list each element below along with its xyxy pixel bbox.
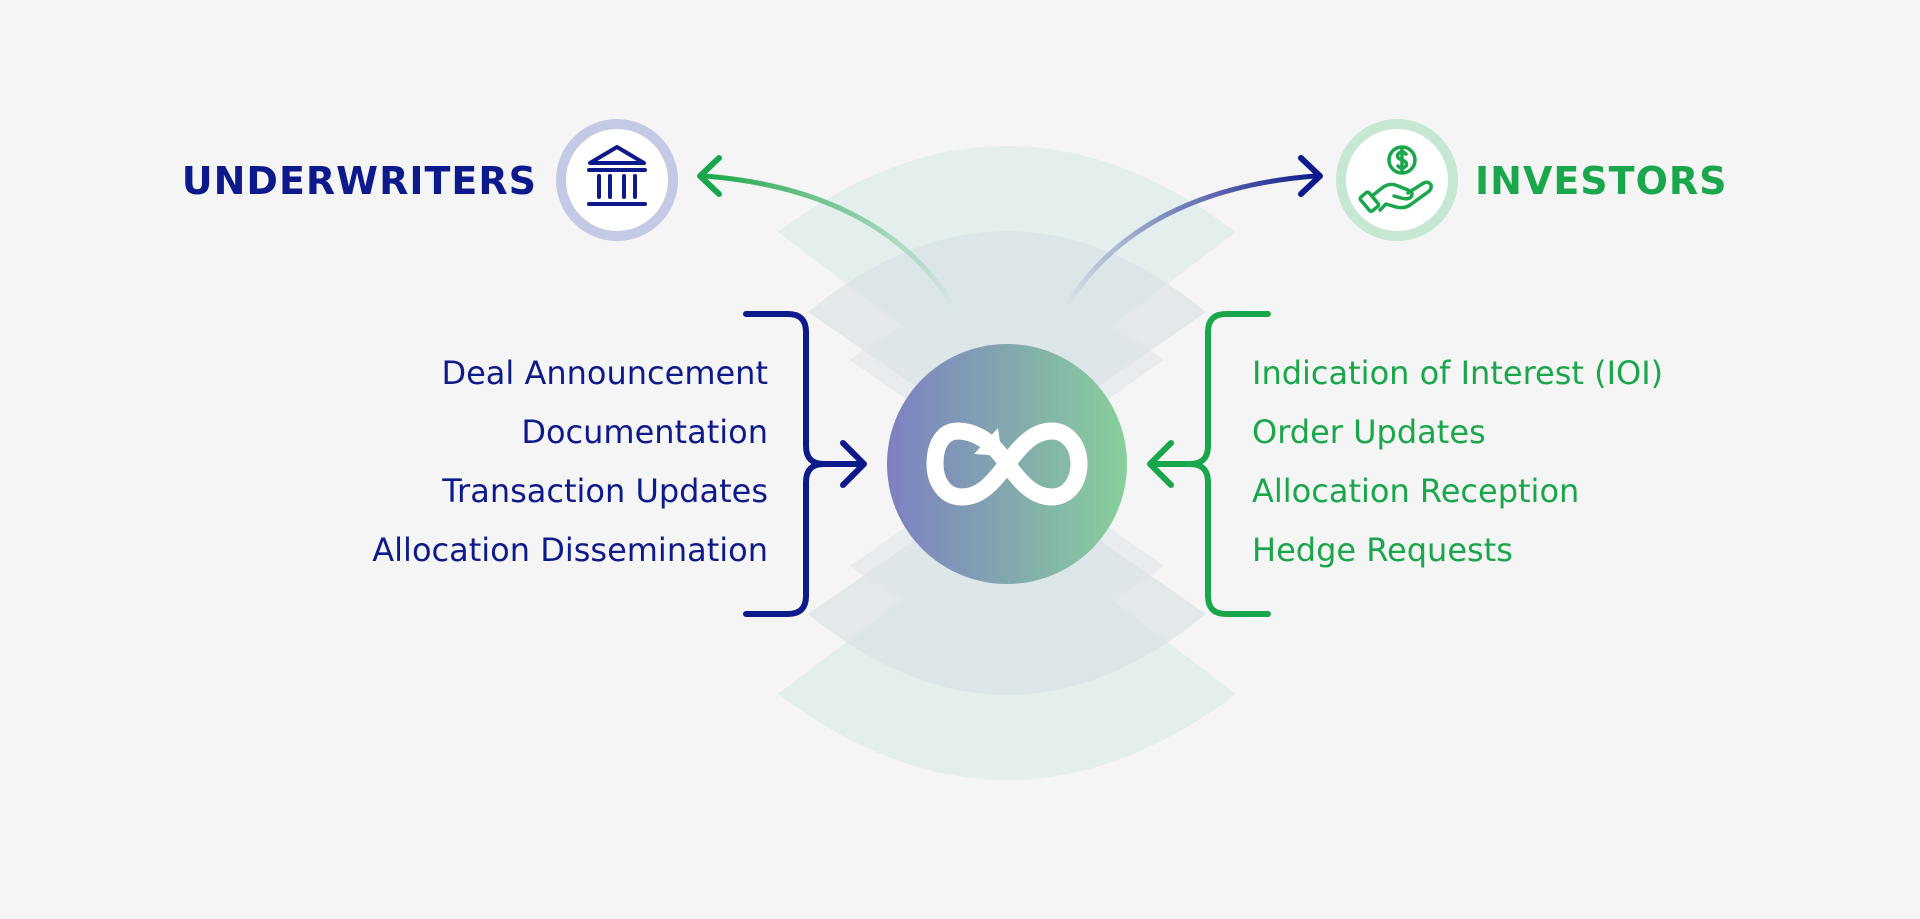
underwriters-title: UNDERWRITERS bbox=[181, 159, 537, 203]
investors-bracket bbox=[1147, 311, 1271, 617]
list-item: Allocation Reception bbox=[1252, 472, 1580, 510]
arrow-to-underwriters bbox=[697, 155, 956, 308]
list-item: Transaction Updates bbox=[442, 472, 768, 510]
investors-icon bbox=[1336, 119, 1458, 241]
list-item: Order Updates bbox=[1252, 413, 1486, 451]
hub bbox=[887, 344, 1127, 584]
hand-holding-dollar-icon bbox=[1358, 145, 1433, 214]
investors-items-list: Indication of Interest (IOI) Order Updat… bbox=[1252, 344, 1663, 580]
investors-title: INVESTORS bbox=[1475, 159, 1728, 203]
underwriters-items-list: Deal Announcement Documentation Transact… bbox=[372, 344, 768, 580]
list-item: Allocation Dissemination bbox=[372, 531, 768, 569]
underwriters-bracket bbox=[743, 311, 867, 617]
list-item: Documentation bbox=[521, 413, 768, 451]
arrow-to-investors bbox=[1064, 155, 1323, 308]
infinity-loop-icon bbox=[926, 422, 1088, 506]
underwriters-icon bbox=[556, 119, 678, 241]
list-item: Indication of Interest (IOI) bbox=[1252, 354, 1664, 392]
list-item: Deal Announcement bbox=[441, 354, 768, 392]
list-item: Hedge Requests bbox=[1252, 531, 1513, 569]
bank-icon bbox=[587, 145, 647, 206]
